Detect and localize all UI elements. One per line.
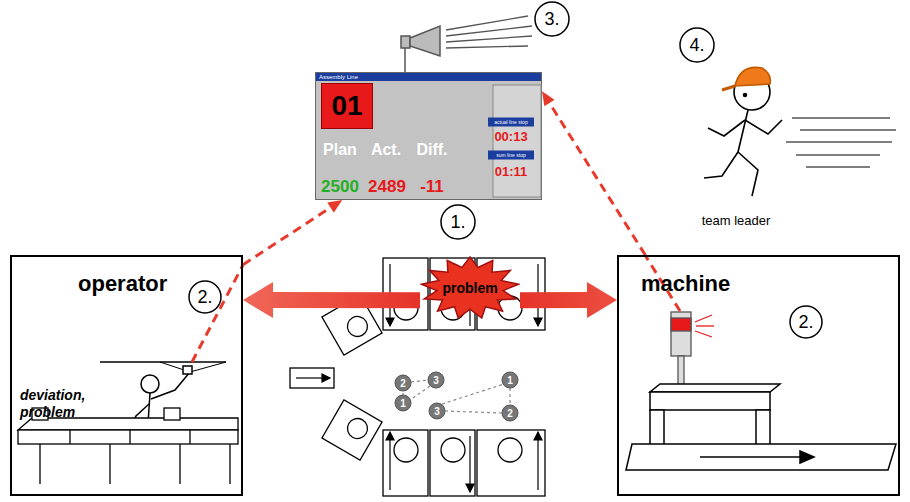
column-header: Act. <box>371 141 401 159</box>
step-number: 3 <box>433 375 439 386</box>
callout-number: 3. <box>544 9 559 30</box>
role-label: team leader <box>702 213 771 228</box>
board-title: Assembly Line <box>316 73 541 81</box>
callout-number: 2. <box>798 312 813 333</box>
callout-number: 2. <box>197 287 212 308</box>
box-title: operator <box>78 271 167 297</box>
step-number: 1 <box>400 398 406 409</box>
callout-number: 1. <box>450 212 465 233</box>
arrowhead <box>243 282 273 318</box>
operator-figure <box>100 362 226 424</box>
speed-lines <box>786 118 896 167</box>
horn <box>401 26 440 72</box>
problem-burst: problem <box>420 256 520 320</box>
panel-header: sum line stop <box>488 151 534 160</box>
walk-steps <box>395 372 518 421</box>
arrowhead <box>542 91 555 106</box>
plan-value: 2500 <box>321 177 359 197</box>
step-number: 2 <box>400 378 406 389</box>
arrowhead <box>327 200 342 213</box>
step-number: 2 <box>507 408 513 419</box>
alert-arrow <box>243 200 342 265</box>
cord-leader <box>192 265 243 362</box>
difference-value: -11 <box>420 177 444 197</box>
stop-panel <box>493 85 541 197</box>
panel-header: actual line stop <box>488 118 534 127</box>
machine-body <box>626 384 896 470</box>
step-number: 3 <box>434 406 440 417</box>
stop-time: 01:11 <box>495 164 528 179</box>
callout-circles <box>189 2 822 338</box>
signal-lamp <box>671 312 714 392</box>
walk-path <box>403 375 510 413</box>
deviation-note: deviation, problem <box>20 387 86 421</box>
connector-line <box>269 292 421 308</box>
signal-arrow <box>520 282 617 318</box>
signal-arrow <box>243 282 420 318</box>
sound-lines <box>446 16 532 48</box>
station-number: 01 <box>321 83 373 129</box>
column-header: Diff. <box>416 141 447 159</box>
burst-outline <box>421 257 518 318</box>
station-number-text: 01 <box>331 90 362 122</box>
stop-time: 00:13 <box>494 129 527 144</box>
box-title: machine <box>641 271 730 297</box>
connector-line <box>243 206 332 264</box>
alert-arrow <box>542 91 645 255</box>
step-number: 1 <box>507 375 513 386</box>
actual-value: 2489 <box>368 177 406 197</box>
machine-box: machine <box>617 255 900 496</box>
column-header: Plan <box>323 141 357 159</box>
arrowhead <box>587 282 617 318</box>
callout-number: 4. <box>689 35 704 56</box>
problem-text: problem <box>442 280 497 296</box>
connector-line <box>520 292 592 308</box>
connector-line <box>548 101 645 255</box>
team-leader-figure <box>704 67 782 196</box>
